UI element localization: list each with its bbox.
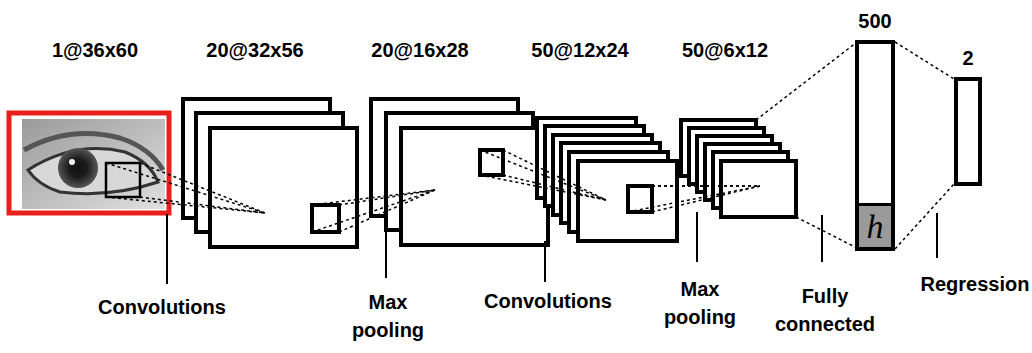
layer-name: Max pooling	[655, 275, 745, 331]
projection-lines	[106, 42, 857, 248]
layer-name: Convolutions	[463, 287, 633, 315]
feature-symbol: h	[867, 210, 884, 244]
layer-name: Convolutions	[77, 293, 247, 321]
layer-size: 500	[858, 10, 891, 33]
eye-image	[22, 119, 165, 209]
layer-dimension: 20@32x56	[180, 36, 330, 64]
input-frame	[9, 113, 169, 213]
layer-bar: 500h	[855, 40, 895, 251]
leader-lines	[167, 212, 937, 284]
layer-dimension: 50@6x12	[655, 36, 795, 64]
dense-connection	[895, 42, 954, 249]
feature-map-stack	[681, 120, 796, 217]
hidden-feature: h	[859, 203, 891, 247]
layer-name: Regression	[918, 270, 1032, 298]
layer-bar: 2	[954, 77, 982, 186]
layer-dimension: 20@16x28	[345, 36, 495, 64]
kernel-window	[480, 150, 503, 175]
layer-name: Max pooling	[343, 288, 433, 344]
feature-map-stack	[537, 118, 677, 241]
layer-size: 2	[962, 47, 973, 70]
feature-map-stack	[371, 99, 548, 245]
layer-name: Fully connected	[770, 282, 880, 338]
kernel-window	[106, 163, 140, 197]
layer-dimension: 1@36x60	[20, 36, 170, 64]
layer-dimension: 50@12x24	[505, 36, 655, 64]
